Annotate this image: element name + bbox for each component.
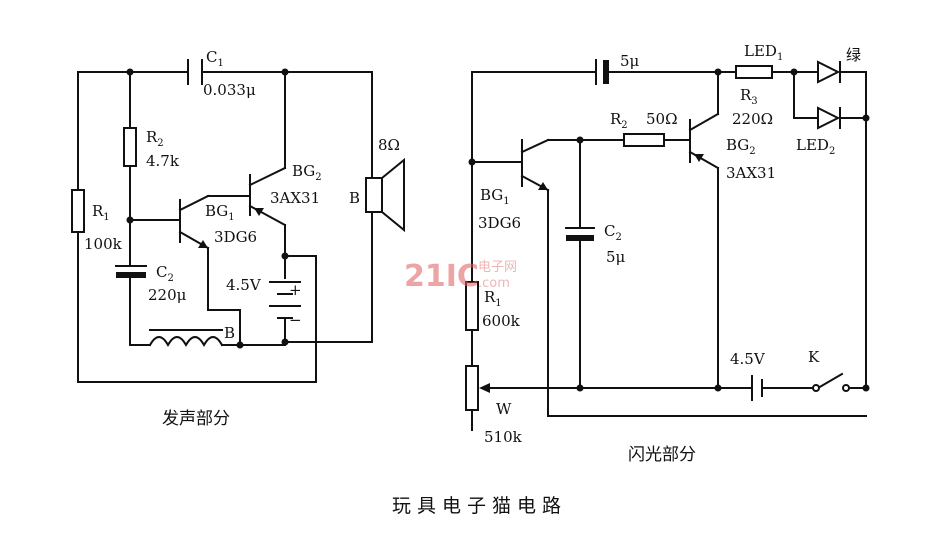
flash-bg2-collector xyxy=(688,112,720,132)
coil-inductor xyxy=(148,336,224,348)
flash-bg1-collector xyxy=(520,138,550,154)
r2-resistor xyxy=(123,127,137,167)
battery-plus: + xyxy=(289,281,302,299)
junction-dot xyxy=(468,158,476,166)
pot-wiper-arrow xyxy=(479,383,490,393)
flash-r2-value: 50Ω xyxy=(646,110,678,128)
flash-c1-value: 5μ xyxy=(620,52,640,70)
flash-circuit xyxy=(465,59,870,431)
junction-dot xyxy=(236,341,244,349)
coil-b-label: B xyxy=(224,324,235,342)
junction-dot xyxy=(281,68,289,76)
figure-title: 玩具电子猫电路 xyxy=(392,495,567,517)
junction-dot xyxy=(281,338,289,346)
pot-w-label: W xyxy=(496,400,512,418)
r3-resistor xyxy=(735,65,773,79)
sound-circuit xyxy=(71,59,405,383)
flash-bg2-label: BG2 xyxy=(726,136,756,157)
watermark-brand: 21IC xyxy=(404,259,479,294)
r1-value: 100k xyxy=(84,235,123,253)
r3-value: 220Ω xyxy=(732,110,773,128)
junction-dot xyxy=(576,136,584,144)
r2-wire-bottom xyxy=(129,165,181,221)
r2-label: R2 xyxy=(146,128,164,149)
led2-wire-left xyxy=(793,71,819,119)
speaker-b-label: B xyxy=(349,189,360,207)
watermark-site-cn: 电子网 xyxy=(478,260,517,275)
r3-label: R3 xyxy=(740,86,758,107)
junction-dot xyxy=(790,68,798,76)
watermark-site-en: .com xyxy=(478,276,510,291)
bg1-emitter-wire xyxy=(207,247,241,346)
potentiometer-w xyxy=(465,365,479,411)
bg2-label: BG2 xyxy=(292,162,322,183)
flash-r1-label: R1 xyxy=(484,288,502,309)
r1-label: R1 xyxy=(92,202,110,223)
flash-battery-voltage: 4.5V xyxy=(730,350,766,368)
flash-wire-right xyxy=(839,71,867,387)
bg2-collector xyxy=(248,166,287,187)
sound-caption: 发声部分 xyxy=(162,409,230,429)
led1-diode xyxy=(817,60,841,84)
flash-labels: 5μ LED1 绿 R3 220Ω LED2 R2 50Ω BG2 3AX31 … xyxy=(478,42,861,465)
flash-r2-label: R2 xyxy=(610,110,628,131)
junction-dot xyxy=(862,384,870,392)
flash-c2-plate-bottom xyxy=(566,235,594,241)
bg2-emitter-arrow xyxy=(254,208,264,216)
flash-bg2-arrow xyxy=(694,154,704,162)
bg1-value: 3DG6 xyxy=(214,228,257,246)
flash-caption: 闪光部分 xyxy=(628,445,696,465)
junction-dot xyxy=(576,384,584,392)
flash-bg2-emitter xyxy=(688,150,720,170)
speaker-cone xyxy=(381,157,405,233)
flash-bg1-value: 3DG6 xyxy=(478,214,521,232)
switch-k-contact xyxy=(812,384,820,392)
junction-dot xyxy=(126,216,134,224)
bg2-value: 3AX31 xyxy=(270,189,320,207)
led2-label: LED2 xyxy=(796,136,835,157)
flash-bg1-label: BG1 xyxy=(480,186,510,207)
junction-dot xyxy=(714,68,722,76)
bg1-label: BG1 xyxy=(205,202,235,223)
speaker-impedance: 8Ω xyxy=(378,136,400,154)
junction-dot xyxy=(281,252,289,260)
flash-bg2-value: 3AX31 xyxy=(726,164,776,182)
coil-wire-right xyxy=(221,341,319,346)
switch-k-label: K xyxy=(808,348,820,366)
c1-value: 0.033μ xyxy=(203,81,256,99)
led2-diode xyxy=(817,106,841,130)
flash-c2-label: C2 xyxy=(604,222,622,243)
flash-c2-value: 5μ xyxy=(606,248,626,266)
c2-label: C2 xyxy=(156,263,174,284)
r2-value: 4.7k xyxy=(146,152,180,170)
watermark-logo: 21IC 电子网 .com xyxy=(404,259,517,294)
sound-wire-bottom-loop xyxy=(77,231,317,383)
green-label: 绿 xyxy=(846,46,861,64)
c2-wire-bottom xyxy=(129,277,151,346)
battery-voltage: 4.5V xyxy=(226,276,262,294)
pot-w-value: 510k xyxy=(484,428,523,446)
flash-c1-plate-right xyxy=(603,60,609,84)
led1-label: LED1 xyxy=(744,42,783,63)
sound-labels: C1 0.033μ R2 4.7k R1 100k C2 220μ BG1 3D… xyxy=(84,48,400,429)
junction-dot xyxy=(126,68,134,76)
junction-dot xyxy=(862,114,870,122)
flash-r2-resistor xyxy=(623,133,665,147)
c2-plate-bottom xyxy=(116,272,146,278)
flash-bg1-arrow xyxy=(538,182,548,190)
bg1-collector xyxy=(178,194,210,212)
switch-k-lever xyxy=(816,372,844,390)
battery-minus: − xyxy=(289,311,302,329)
junction-dot xyxy=(714,384,722,392)
r1-resistor xyxy=(71,189,85,233)
speaker-body xyxy=(365,177,383,213)
flash-wire-bottom xyxy=(547,189,867,417)
c1-label: C1 xyxy=(206,48,224,69)
c2-value: 220μ xyxy=(148,286,187,304)
bg1-emitter-arrow xyxy=(198,240,208,248)
flash-r1-value: 600k xyxy=(482,312,521,330)
